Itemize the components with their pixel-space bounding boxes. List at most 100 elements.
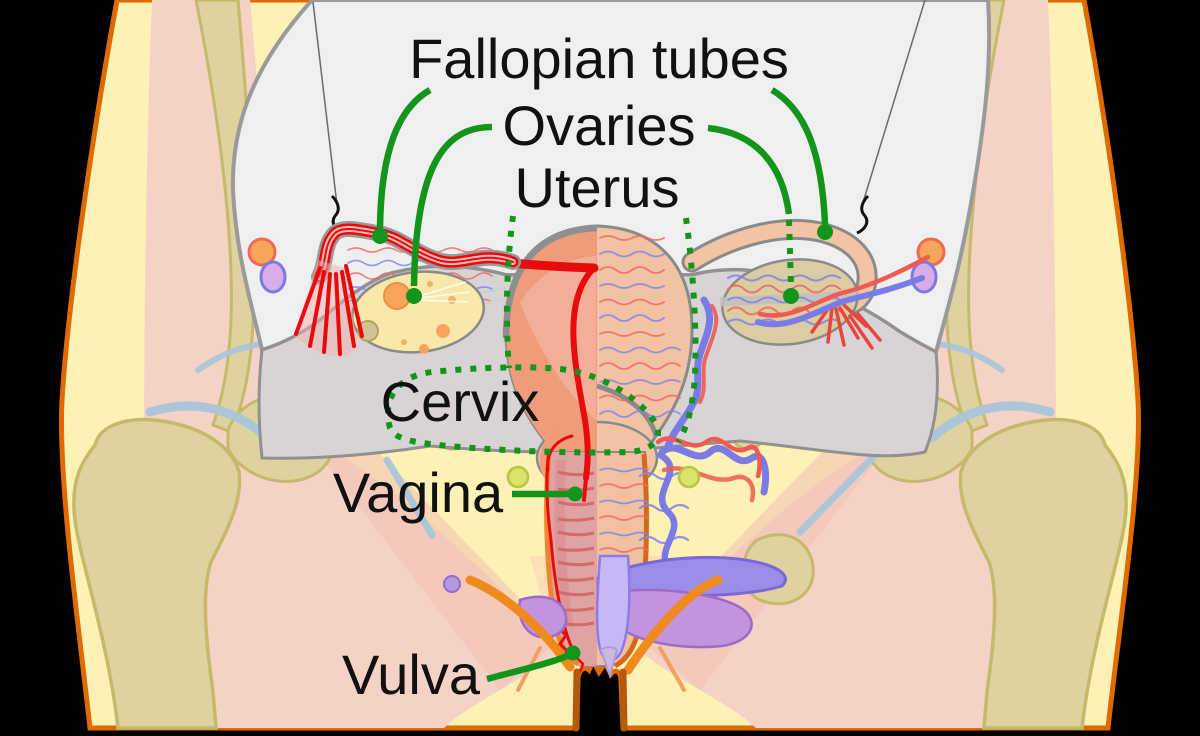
uterus-dotted-outline-left: [503, 215, 516, 369]
follicle: [419, 344, 429, 354]
fimbria: [838, 306, 860, 340]
vein-section-left: [259, 260, 287, 294]
label-vulva: Vulva: [342, 643, 481, 706]
fimbria: [294, 266, 322, 336]
urethra: [595, 554, 631, 662]
ruga-line: [557, 516, 595, 522]
fimbria: [848, 314, 874, 350]
endometrium: [508, 258, 599, 674]
leader-dot-vulva: [565, 645, 581, 661]
blood-vessel: [599, 235, 665, 241]
blood-vessel: [599, 394, 681, 402]
fimbria: [308, 270, 326, 348]
fimbria: [856, 312, 882, 342]
leader-dot-fallopian-left: [372, 228, 388, 244]
ruga-line: [557, 546, 595, 552]
perineal-line-right: [658, 646, 686, 692]
leader-vulva: [486, 652, 569, 683]
blood-vessel: [599, 314, 665, 322]
labium-left: [465, 575, 575, 672]
leader-ovary-right: [707, 124, 793, 215]
blood-vessel: [599, 283, 665, 289]
labium-edge-left: [572, 668, 581, 732]
left-fimbriae: [294, 260, 364, 357]
leader-ovary-right-dotted: [786, 219, 794, 287]
fimbria: [344, 264, 364, 338]
uterine-vein-lateral: [658, 444, 769, 496]
uterine-vein-descending: [664, 296, 714, 450]
left-ovary: [350, 270, 507, 354]
artery-section-left: [247, 237, 277, 267]
label-cervix: Cervix: [381, 370, 540, 433]
fimbria: [834, 307, 846, 347]
ruga-line: [557, 590, 595, 597]
endometrium-tube-junction: [508, 258, 599, 273]
ligament-squiggle-right: [856, 194, 870, 235]
abdominal-wall-line-left: [312, 1, 338, 206]
label-ovaries: Ovaries: [503, 94, 696, 157]
leader-ovary-left: [410, 123, 493, 287]
hip-cartilage-right: [927, 401, 1055, 443]
vulva-structures: [443, 554, 787, 680]
blood-vessel: [727, 274, 841, 282]
labium-right: [623, 575, 723, 675]
leader-dot-ovary-right: [783, 288, 799, 304]
inguinal-cartilage-right: [796, 441, 889, 536]
ruga-line: [557, 500, 595, 507]
leader-dot-fallopian-right: [817, 224, 833, 240]
leader-dot-ovary-left: [406, 288, 422, 304]
cervix-dotted-outline: [385, 364, 661, 456]
annotation-leaders: [372, 87, 833, 683]
labia-outlines: [465, 575, 723, 732]
vaginal-rugae: [557, 470, 595, 627]
follicle: [448, 296, 456, 304]
annotation-labels: Fallopian tubes Ovaries Uterus Cervix Va…: [333, 27, 789, 706]
follicle: [436, 324, 450, 338]
leader-dot-vagina: [567, 486, 583, 502]
bartholin-gland: [443, 575, 461, 593]
blood-vessel: [599, 467, 649, 473]
blood-vessel: [599, 362, 681, 370]
peritoneal-lines: [312, 0, 926, 210]
hip-cartilage-left: [145, 401, 273, 443]
clitoris-glans-tip: [599, 646, 619, 680]
fimbria: [340, 270, 356, 348]
blood-vessel: [599, 410, 681, 418]
blood-vessel: [599, 483, 649, 489]
label-uterus: Uterus: [515, 156, 680, 219]
femur-right: [958, 417, 1128, 730]
ovarian-vein-right: [755, 275, 925, 328]
ruga-line: [557, 560, 595, 567]
label-fallopian-tubes: Fallopian tubes: [409, 27, 789, 90]
ruga-line: [557, 530, 595, 537]
ruga-line: [557, 576, 595, 582]
fimbria: [842, 303, 868, 328]
gland-dot-left: [506, 465, 530, 489]
blood-vessel: [599, 346, 681, 354]
follicle: [401, 339, 407, 345]
gland-dot-right: [677, 465, 701, 489]
blood-vessel: [599, 250, 665, 258]
fimbria: [826, 306, 834, 344]
ovarian-artery-right: [757, 254, 931, 318]
blood-vessel: [599, 515, 649, 521]
ruga-line: [557, 470, 595, 477]
blood-vessel: [599, 379, 681, 385]
label-vagina: Vagina: [333, 461, 504, 524]
cervical-canal: [582, 476, 588, 502]
blood-vessel: [599, 331, 665, 337]
myometrium-border: [502, 224, 598, 339]
blood-vessel: [638, 535, 690, 545]
posterior-cervix-line: [596, 383, 659, 437]
abdominal-wall-line-right: [860, 0, 926, 210]
blood-vessel: [599, 531, 649, 537]
introitus-mark: [575, 656, 585, 674]
fimbria: [334, 272, 342, 356]
blood-vessel: [599, 499, 649, 505]
ovary-rays: [419, 281, 471, 303]
uterus-surface-vessels: [599, 235, 681, 418]
endometrium-cavity-line: [570, 265, 597, 481]
leader-fallopian-left: [376, 87, 432, 229]
